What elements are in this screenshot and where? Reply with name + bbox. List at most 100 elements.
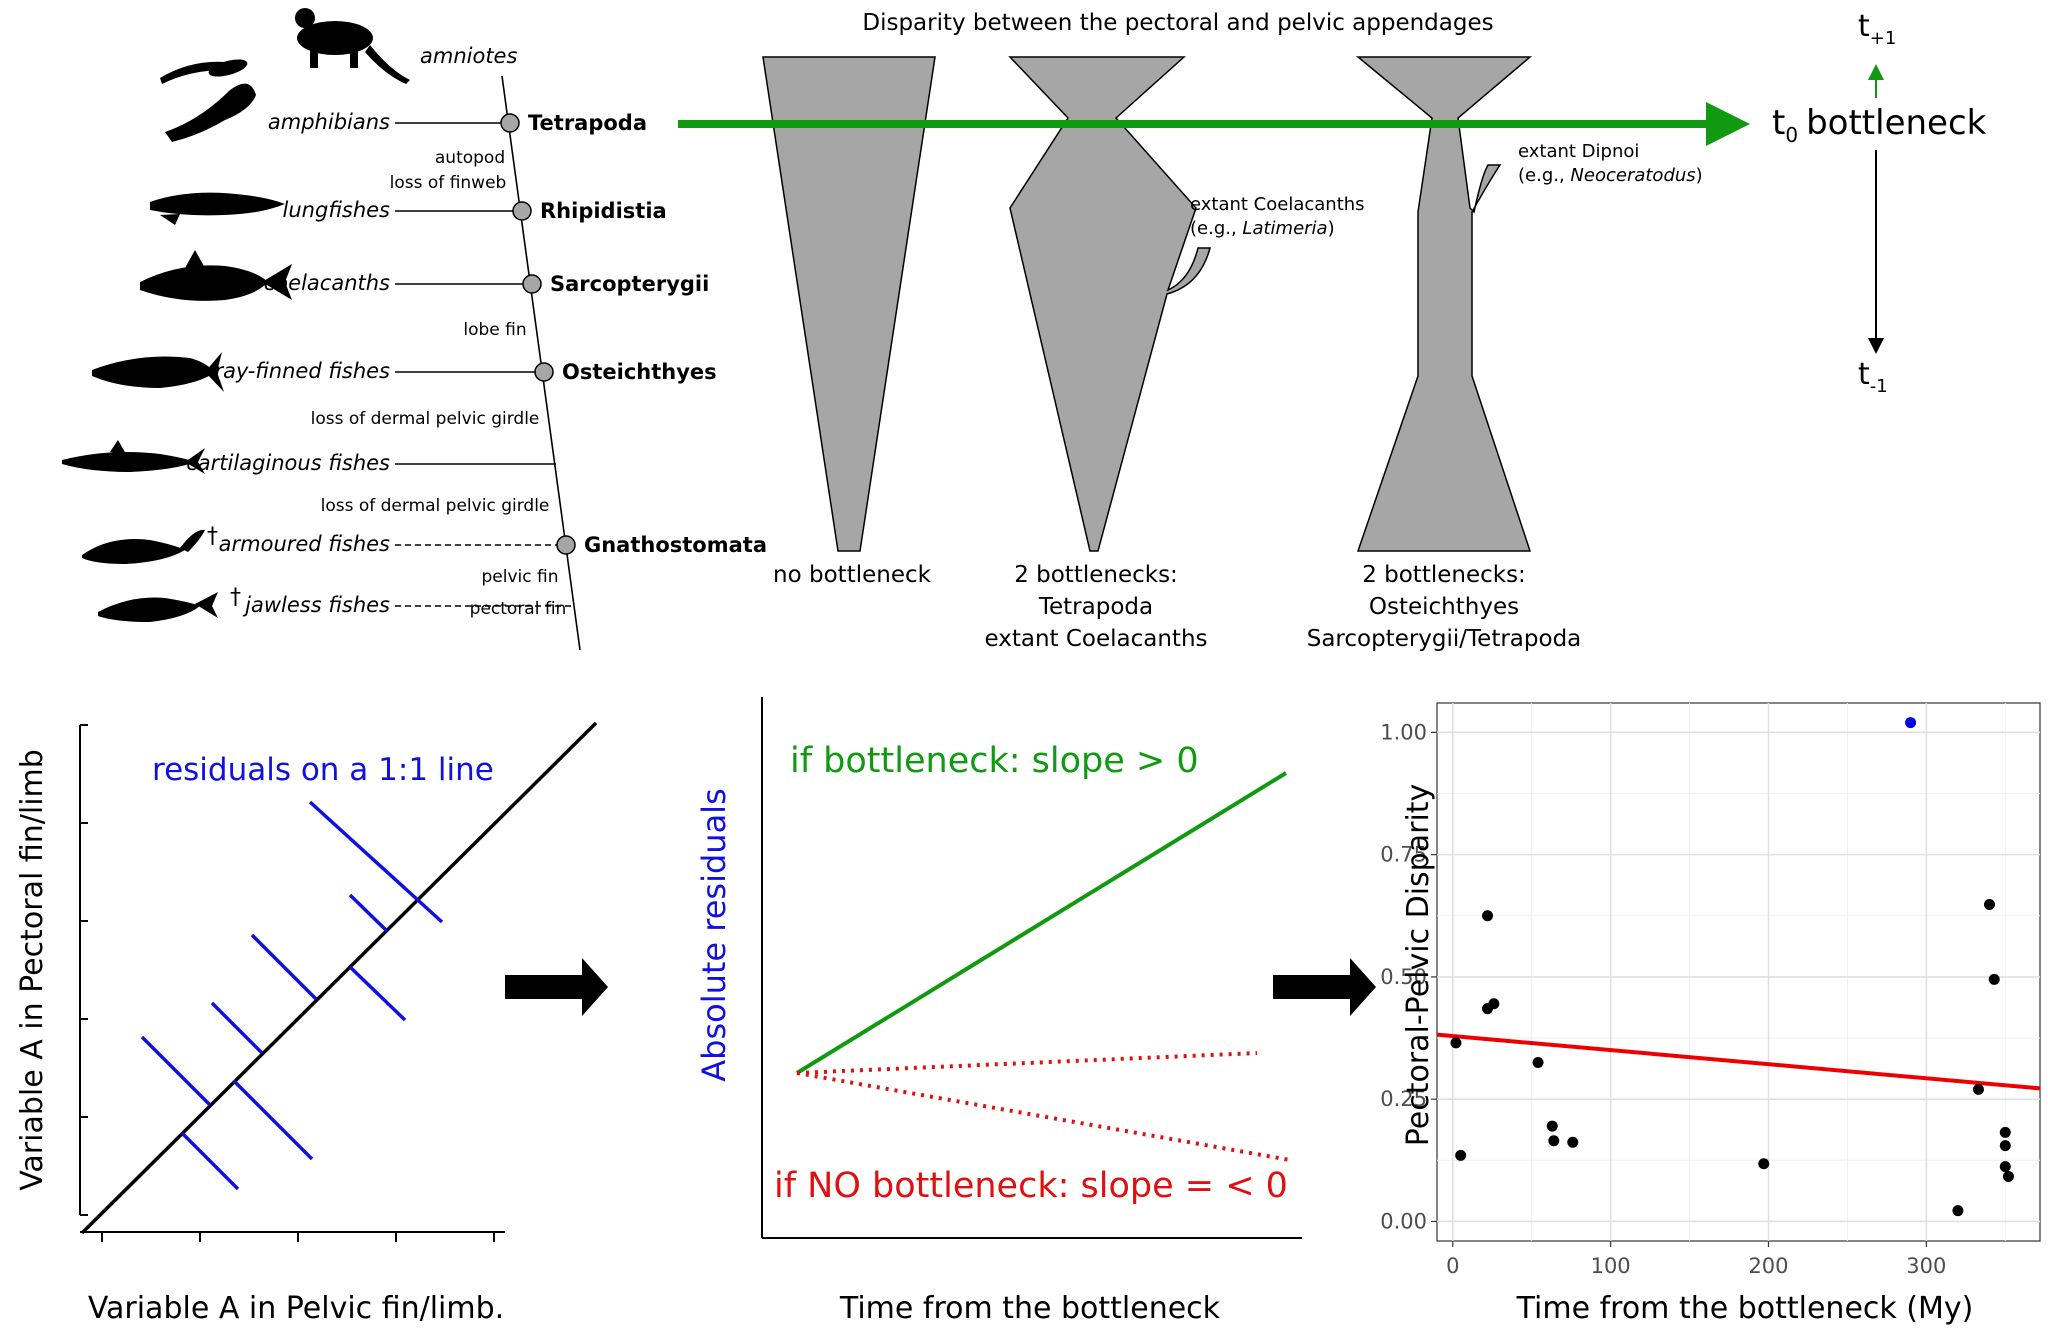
node-label: Rhipidistia (540, 199, 667, 223)
extinct-dagger: † (230, 585, 241, 610)
x-ticks (101, 1232, 495, 1242)
data-point (2002, 1170, 2014, 1182)
y-tick-label: 0.00 (1380, 1209, 1427, 1233)
event-label: loss of finweb (390, 173, 507, 193)
taxon-label: cartilaginous fishes (186, 451, 390, 475)
amniote-silhouette-icon (295, 8, 410, 84)
disparity-panel: Disparity between the pectoral and pelvi… (678, 9, 1987, 652)
scenario-caption: extant Coelacanths (984, 626, 1207, 652)
arrow-right-icon (505, 958, 608, 1016)
data-point (1905, 717, 1917, 729)
t-plus-label: t+1 (1858, 9, 1896, 49)
no-bottleneck-slope-line-negative (796, 1071, 1291, 1162)
disparity-title: Disparity between the pectoral and pelvi… (862, 10, 1493, 36)
chart-xlabel: Time from the bottleneck (My) (1516, 1291, 1974, 1326)
dipnoi-bottleneck-shape (1355, 56, 1533, 552)
event-label: pelvic fin (482, 567, 559, 587)
scenario-caption: 2 bottlenecks: (1362, 562, 1526, 588)
green-slope-label: if bottleneck: slope > 0 (790, 741, 1199, 781)
event-label: pectoral fin (470, 599, 567, 619)
taxon-label: amphibians (268, 110, 390, 134)
node-label: Sarcopterygii (550, 272, 709, 296)
no-bottleneck-shape (762, 56, 936, 552)
data-point (1482, 910, 1494, 922)
taxon-label: amniotes (420, 44, 517, 68)
node-rhipidistia (512, 201, 532, 221)
scenario-caption: Sarcopterygii/Tetrapoda (1307, 626, 1582, 652)
coelacanth-note-genus: (e.g., Latimeria) (1190, 218, 1335, 239)
no-bottleneck-slope-line (796, 1051, 1258, 1075)
event-label: lobe fin (463, 320, 526, 340)
red-slope-label: if NO bottleneck: slope = < 0 (774, 1166, 1288, 1206)
data-point (1972, 1083, 1984, 1095)
y-tick-label: 1.00 (1380, 720, 1427, 744)
time-arrow-head (1706, 102, 1750, 146)
chart-points (1436, 717, 2041, 1217)
shark-silhouette-icon (62, 440, 205, 474)
data-point (1532, 1056, 1544, 1068)
phylogeny-panel: amniotes amphibians lungfishes coelacant… (62, 8, 767, 651)
y-tick-label: 0.25 (1380, 1087, 1427, 1111)
residual-xlabel: Variable A in Pelvic fin/limb. (88, 1291, 504, 1326)
residual-panel: residuals on a 1:1 line Variable A in Pe… (15, 721, 608, 1326)
node-label: Tetrapoda (528, 111, 647, 135)
one-to-one-line (80, 721, 598, 1235)
node-label: Gnathostomata (584, 533, 767, 557)
coelacanth-note: extant Coelacanths (1190, 194, 1365, 215)
chart-ticks: 0 100 200 300 0.00 0.25 0.50 0.75 1.00 (1380, 720, 1946, 1278)
residual-segments (140, 800, 444, 1191)
slope-panel: if bottleneck: slope > 0 if NO bottlenec… (695, 697, 1376, 1326)
node-label: Osteichthyes (562, 360, 717, 384)
scenario-caption: 2 bottlenecks: (1014, 562, 1178, 588)
taxon-label: armoured fishes (219, 532, 390, 556)
x-tick-label: 100 (1591, 1254, 1631, 1278)
data-point (1999, 1161, 2011, 1173)
slope-ylabel: Absolute residuals (695, 788, 733, 1082)
x-tick-label: 200 (1748, 1254, 1788, 1278)
trend-line (1436, 1032, 2041, 1091)
data-point (1546, 1120, 1558, 1132)
data-point (1450, 1037, 1462, 1049)
x-tick-label: 0 (1446, 1254, 1459, 1278)
node-gnathostomata (556, 535, 576, 555)
coelacanth-silhouette-icon (140, 250, 292, 301)
residual-ylabel: Variable A in Pectoral fin/limb (15, 749, 50, 1191)
lungfish-silhouette-icon (150, 192, 285, 225)
armoured-fish-silhouette-icon (82, 529, 205, 564)
x-tick-label: 300 (1906, 1254, 1946, 1278)
plot-area (1436, 702, 2041, 1242)
node-osteichthyes (534, 362, 554, 382)
y-tick-label: 0.75 (1380, 843, 1427, 867)
node-tetrapoda (500, 113, 520, 133)
event-label: loss of dermal pelvic girdle (311, 409, 540, 429)
amphibian-silhouette-icon (160, 59, 256, 142)
dipnoi-note: extant Dipnoi (1518, 141, 1639, 162)
data-point (1548, 1135, 1560, 1147)
t-minus-label: t-1 (1858, 357, 1888, 397)
data-point (1488, 998, 1500, 1010)
y-ticks (80, 724, 88, 1216)
taxon-label: ray-finned fishes (214, 359, 390, 383)
y-tick-label: 0.50 (1380, 965, 1427, 989)
scenario-caption: no bottleneck (773, 562, 932, 588)
data-point (1455, 1149, 1467, 1161)
taxon-label: jawless fishes (242, 593, 390, 617)
scenario-caption: Osteichthyes (1369, 594, 1519, 620)
data-point (1952, 1205, 1964, 1217)
data-point (1758, 1158, 1770, 1170)
event-label: autopod (435, 148, 505, 168)
extinct-dagger: † (207, 524, 218, 549)
data-point (1999, 1126, 2011, 1138)
arrow-right-icon (1273, 958, 1376, 1016)
slope-xlabel: Time from the bottleneck (839, 1291, 1221, 1326)
data-point (1983, 899, 1995, 911)
dipnoi-note-genus: (e.g., Neoceratodus) (1518, 165, 1703, 186)
data-point (1988, 973, 2000, 985)
coelacanth-bottleneck-shape (1008, 56, 1211, 552)
data-point (1999, 1140, 2011, 1152)
ray-finned-fish-silhouette-icon (92, 352, 224, 392)
data-point (1567, 1136, 1579, 1148)
